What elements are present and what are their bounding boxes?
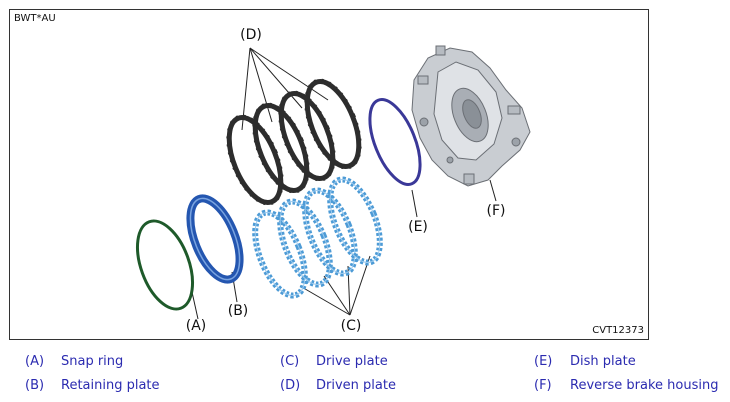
legend-letter: (E) — [534, 354, 553, 369]
legend-name: Snap ring — [61, 354, 124, 369]
snap-ring-part — [136, 219, 194, 311]
callout-b: (B) — [227, 303, 249, 319]
legend-letter: (C) — [280, 354, 300, 369]
legend-name: Dish plate — [570, 354, 636, 369]
callout-d: (D) — [240, 27, 262, 43]
legend-letter: (B) — [25, 378, 45, 393]
leader-lines — [191, 47, 497, 320]
legend-letter: (A) — [25, 354, 45, 369]
legend-name: Drive plate — [316, 354, 388, 369]
legend-letter: (D) — [280, 378, 301, 393]
legend-name: Driven plate — [316, 378, 396, 393]
callout-f: (F) — [486, 203, 506, 219]
callout-c: (C) — [340, 318, 362, 334]
parts-legend: (A) Snap ring (B) Retaining plate (C) Dr… — [0, 348, 730, 402]
retaining-plate-part — [186, 194, 244, 284]
drive-plates-part — [252, 176, 383, 299]
dish-plate-part — [368, 98, 422, 186]
reverse-brake-housing-part — [411, 45, 531, 187]
figure-id: CVT12373 — [592, 325, 644, 336]
legend-letter: (F) — [534, 378, 552, 393]
callout-a: (A) — [185, 318, 207, 334]
legend-name: Retaining plate — [61, 378, 160, 393]
driven-plates-part — [226, 78, 362, 206]
diagram-drawing — [136, 45, 531, 320]
diagram-code: BWT*AU — [14, 13, 56, 24]
legend-name: Reverse brake housing — [570, 378, 719, 393]
exploded-diagram: BWT*AU CVT12373 (D) (A) (B) (C) (E) (F) — [9, 9, 649, 340]
callout-e: (E) — [408, 219, 428, 235]
